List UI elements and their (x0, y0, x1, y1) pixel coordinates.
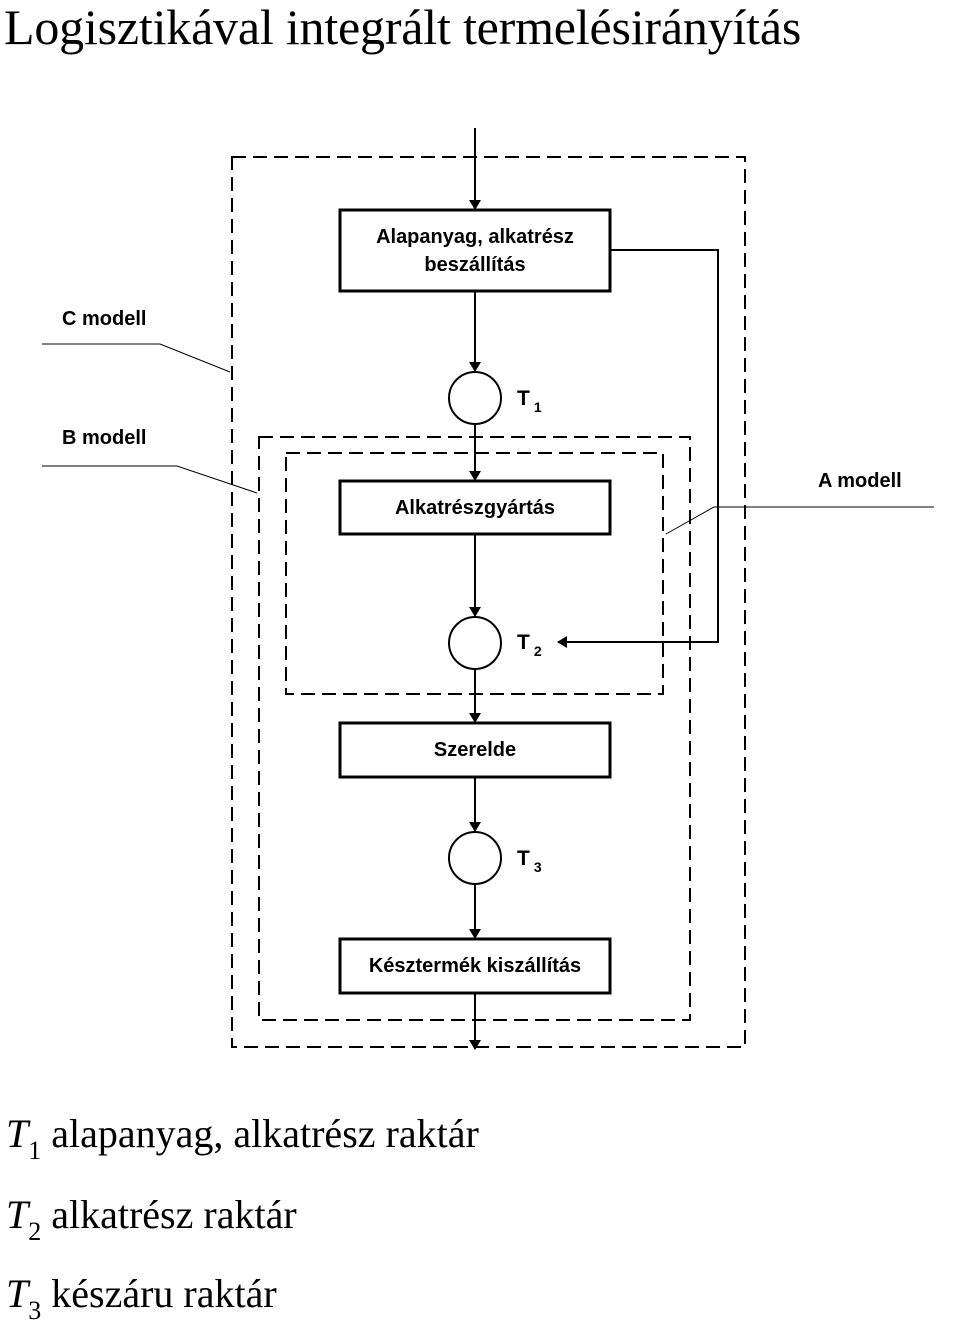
legend-text: alkatrész raktár (51, 1192, 297, 1237)
bypass-supply-to-t2 (557, 249, 719, 648)
legend-symbol: T1 (6, 1111, 42, 1165)
legend-symbol: T3 (6, 1271, 42, 1325)
supply-box-label-line2: beszállítás (424, 254, 525, 276)
parts-production-label: Alkatrészgyártás (395, 497, 555, 519)
shipping-label: Késztermék kiszállítás (369, 955, 581, 977)
legend-text: készáru raktár (51, 1271, 277, 1316)
supply-box (338, 208, 612, 293)
c-model-label: C modell (62, 308, 146, 330)
store-t2-circle (448, 616, 502, 670)
store-t3-circle (448, 831, 502, 885)
a-model-leader (665, 506, 934, 535)
b-model-label: B modell (62, 427, 146, 449)
b-model-leader (42, 465, 258, 494)
page-title: Logisztikával integrált termelésirányítá… (4, 0, 802, 55)
legend-text: alapanyag, alkatrész raktár (51, 1111, 479, 1156)
assembly-label: Szerelde (434, 739, 516, 761)
c-model-leader (42, 343, 231, 373)
a-model-label: A modell (818, 470, 902, 492)
parts-production-box (338, 479, 612, 536)
store-t1-circle (448, 371, 502, 425)
supply-box-label-line1: Alapanyag, alkatrész (376, 226, 574, 248)
c-model-boundary (231, 156, 746, 1048)
assembly-box (338, 721, 612, 779)
legend-symbol: T2 (6, 1192, 42, 1246)
shipping-box (338, 937, 612, 995)
production-flow-diagram: Alapanyag, alkatrész beszállítás Alkatré… (42, 128, 934, 1050)
